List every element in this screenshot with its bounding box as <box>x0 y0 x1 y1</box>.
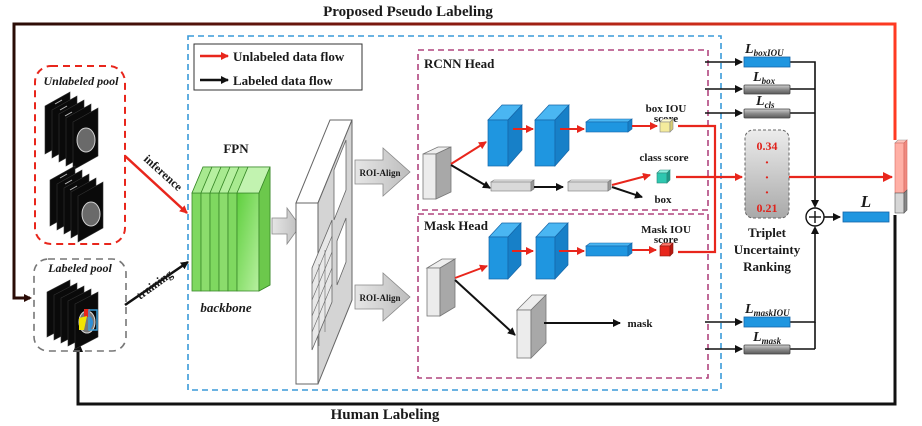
legend-labeled-label: Labeled data flow <box>233 73 333 88</box>
mask-black-branch-arrow <box>454 279 516 336</box>
box-iou-score-route <box>678 124 717 254</box>
loss-box-label: Lbox <box>752 70 776 86</box>
mask-head-title: Mask Head <box>424 218 489 233</box>
total-loss-bar <box>842 211 890 223</box>
ct-slice-stack-1 <box>44 91 99 171</box>
rcnn-fc-block <box>585 118 633 133</box>
mask-output-label: mask <box>627 318 653 330</box>
loss-maskiou-bar <box>743 316 791 328</box>
detector-frame <box>187 35 722 391</box>
fpn-backbone-block <box>191 166 271 292</box>
rcnn-fc-gray-2 <box>567 179 612 192</box>
backbone-label: backbone <box>200 300 252 315</box>
loss-mask-label: Lmask <box>752 330 782 346</box>
legend: Unlabeled data flow Labeled data flow <box>193 43 363 91</box>
inference-label: inference <box>141 152 186 194</box>
box-iou-score-cube-icon <box>659 118 674 133</box>
mask-iou-score-cube-icon <box>659 242 674 257</box>
training-arrow <box>124 260 189 307</box>
ranking-dot-3: · <box>765 186 770 201</box>
inference-arrow <box>124 155 188 214</box>
rcnn-black-branch-arrow <box>450 164 491 189</box>
labeled-pool-label: Labeled pool <box>47 261 112 275</box>
ranking-dot-2: · <box>765 171 770 186</box>
mask-roi-feature-block <box>425 258 457 317</box>
roi-align-label-top: ROI-Align <box>359 168 400 178</box>
mask-fc-block <box>585 242 633 257</box>
human-labeling-title: Human Labeling <box>331 407 440 423</box>
training-label: training <box>134 267 176 303</box>
rcnn-roi-feature-block <box>422 146 452 200</box>
roi-align-arrow-top: ROI-Align <box>354 147 411 197</box>
annotated-ct-slice-stack <box>46 279 99 350</box>
roi-align-arrow-bottom: ROI-Align <box>354 272 411 322</box>
ranking-top-value: 0.34 <box>757 139 778 153</box>
mask-head-frame <box>417 213 709 379</box>
mask-red-branch-arrow <box>454 264 488 279</box>
sum-node-icon <box>805 207 825 227</box>
class-score-arrow <box>611 172 651 186</box>
rcnn-head-frame <box>417 49 709 211</box>
class-score-cube-icon <box>656 169 671 184</box>
loss-maskiou-label: LmaskIOU <box>744 302 790 318</box>
loss-box-bar <box>743 84 791 95</box>
uncertainty-ranking-box <box>744 129 790 219</box>
rcnn-conv-block-1 <box>487 104 523 167</box>
loss-lines <box>705 58 816 353</box>
mask-conv-gray-block <box>516 294 547 359</box>
feature-map-plane <box>295 119 353 385</box>
unlabeled-pool-frame <box>34 65 126 245</box>
sample-selector-bar <box>894 139 908 214</box>
loss-boxiou-bar <box>743 56 791 68</box>
total-loss-label: L <box>860 192 871 211</box>
rcnn-red-branch-arrow <box>450 141 487 165</box>
legend-unlabeled-label: Unlabeled data flow <box>233 49 345 64</box>
roi-align-label-bottom: ROI-Align <box>359 293 400 303</box>
pseudo-labeling-loop <box>12 22 897 302</box>
fpn-to-feature-arrow <box>271 206 301 246</box>
loss-cls-bar <box>743 108 791 119</box>
box-output-label: box <box>654 194 672 206</box>
ranking-dot-1: · <box>765 156 770 171</box>
rcnn-head-title: RCNN Head <box>424 56 495 71</box>
labeled-pool-frame <box>33 258 127 352</box>
loss-mask-bar <box>743 344 791 355</box>
rcnn-conv-block-2 <box>534 104 570 167</box>
loss-boxiou-label: LboxIOU <box>744 42 784 58</box>
unlabeled-pool-label: Unlabeled pool <box>44 74 120 88</box>
ct-slice-stack-2 <box>49 165 104 243</box>
class-score-label: class score <box>640 152 689 164</box>
box-output-arrow <box>611 186 643 199</box>
ranking-bottom-value: 0.21 <box>757 201 778 215</box>
loss-cls-label: Lcls <box>755 94 775 110</box>
proposed-pseudo-labeling-title: Proposed Pseudo Labeling <box>323 4 493 20</box>
fpn-label: FPN <box>223 141 249 156</box>
rcnn-fc-gray-1 <box>490 179 535 192</box>
